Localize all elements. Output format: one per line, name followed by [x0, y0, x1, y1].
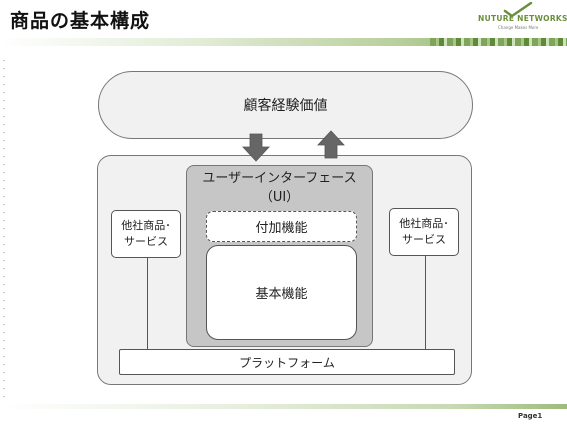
core-functions-box: 基本機能: [206, 245, 357, 340]
header-band: [0, 38, 567, 46]
left-connector-line: [147, 257, 148, 349]
up-arrow-icon: [317, 130, 345, 159]
logo-text: NUTURE NETWORKS: [478, 14, 567, 23]
other-products-right-line1: 他社商品･: [399, 217, 449, 230]
footer-band: [0, 404, 567, 409]
platform-label: プラットフォーム: [239, 355, 335, 370]
header-band-stripes: [430, 38, 567, 46]
added-functions-label: 付加機能: [255, 221, 308, 236]
other-products-right-box: 他社商品･ サービス: [389, 208, 459, 256]
customer-experience-label: 顧客経験価値: [243, 98, 328, 114]
platform-box: プラットフォーム: [119, 349, 455, 375]
user-interface-title-line2: （UI）: [259, 190, 300, 205]
left-dotted-rule: [3, 60, 5, 400]
core-functions-label: 基本機能: [255, 287, 308, 302]
other-products-left-line1: 他社商品･: [121, 219, 171, 232]
page-title: 商品の基本構成: [10, 10, 151, 32]
customer-experience-box: 顧客経験価値: [98, 71, 473, 139]
right-connector-line: [425, 255, 426, 349]
logo-tagline: Change Makes More: [498, 25, 539, 30]
down-arrow-icon: [242, 133, 270, 162]
logo-check-icon: [503, 2, 533, 18]
other-products-left-box: 他社商品･ サービス: [111, 210, 181, 258]
user-interface-title: ユーザーインターフェース （UI）: [187, 169, 372, 207]
other-products-left-line2: サービス: [124, 235, 168, 248]
other-products-right-line2: サービス: [402, 233, 446, 246]
added-functions-box: 付加機能: [206, 211, 357, 242]
user-interface-title-line1: ユーザーインターフェース: [202, 171, 357, 186]
page-number: Page1: [518, 412, 543, 420]
